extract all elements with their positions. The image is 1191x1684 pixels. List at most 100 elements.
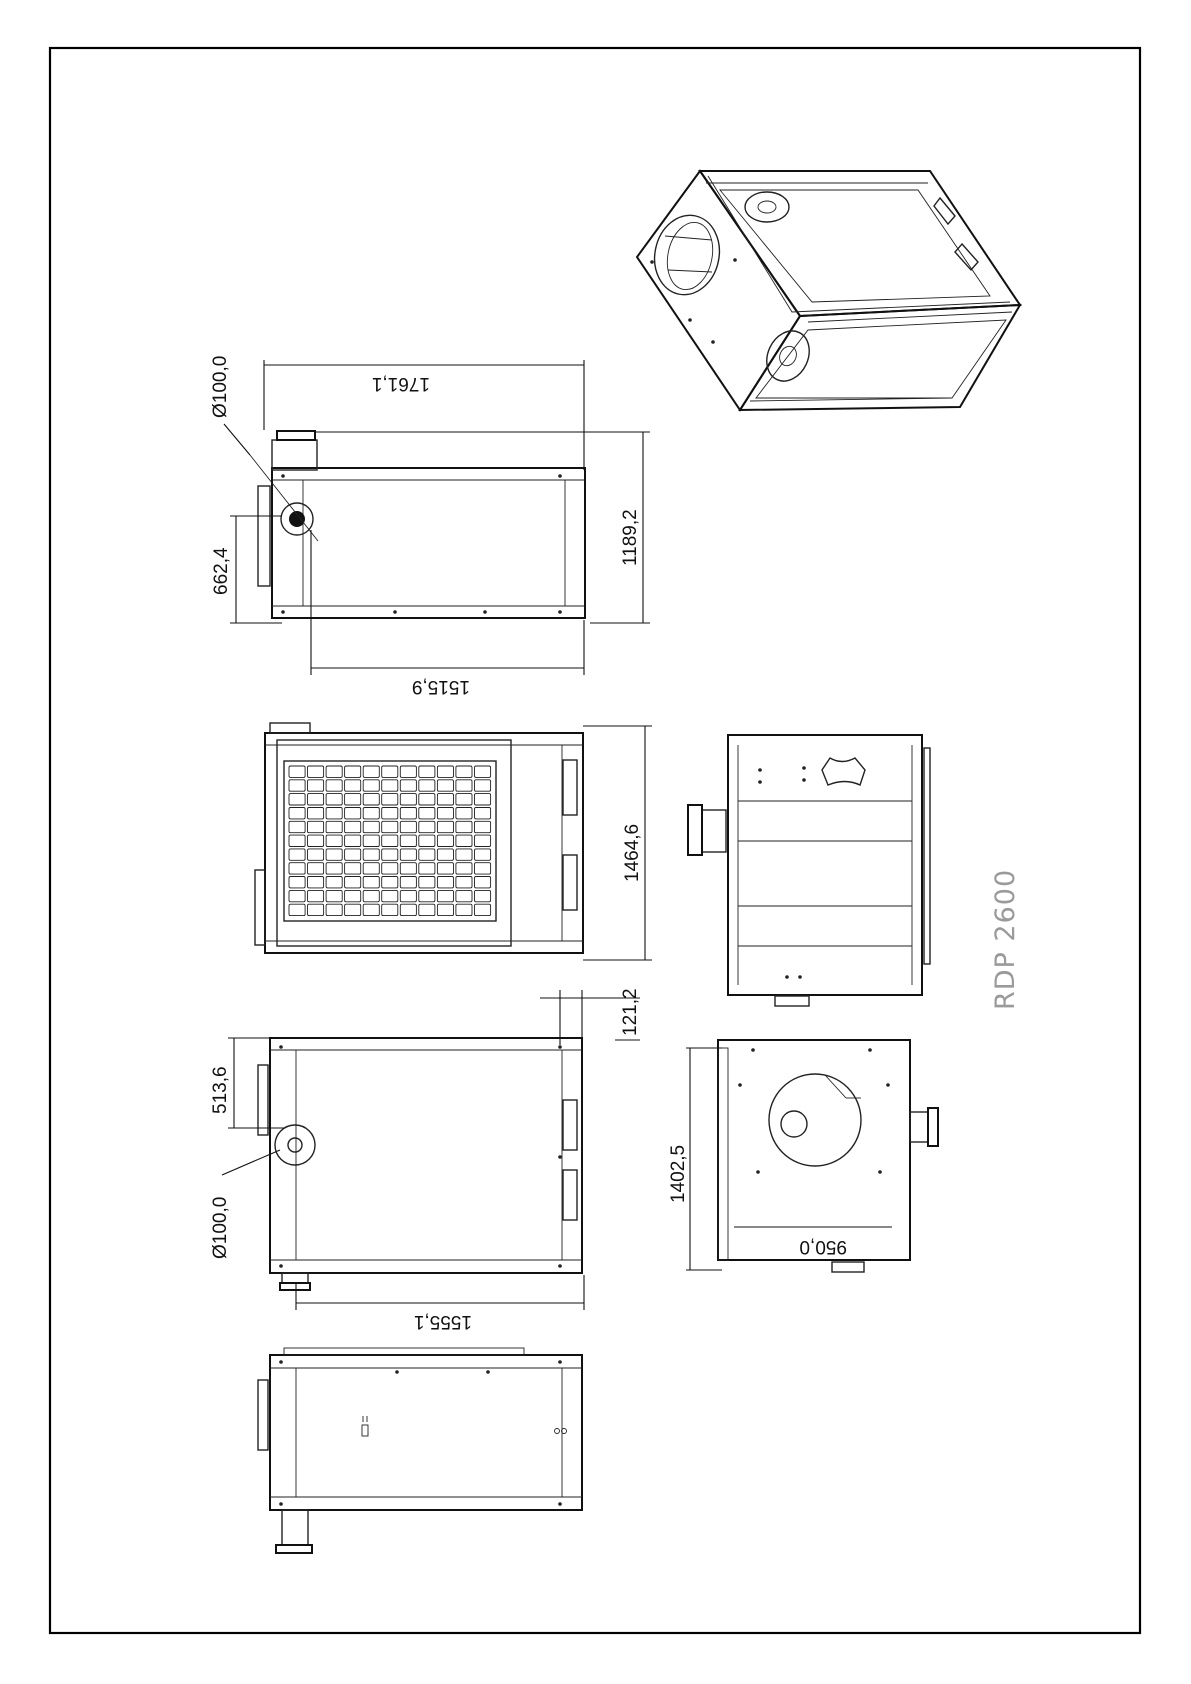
coil-cell <box>475 794 491 805</box>
coil-cell <box>289 890 305 901</box>
coil-cell <box>475 849 491 860</box>
coil-cell <box>345 794 361 805</box>
coil-cell <box>382 877 398 888</box>
coil-cell <box>345 821 361 832</box>
coil-cell <box>345 780 361 791</box>
coil-cell <box>289 821 305 832</box>
coil-cell <box>326 766 342 777</box>
coil-cell <box>456 904 472 915</box>
coil-cell <box>326 849 342 860</box>
coil-cell <box>345 877 361 888</box>
coil-cell <box>308 877 324 888</box>
coil-cell <box>326 890 342 901</box>
coil-cell <box>400 835 416 846</box>
coil-cell <box>363 849 379 860</box>
coil-cell <box>456 821 472 832</box>
coil-cell <box>382 780 398 791</box>
coil-cell <box>289 835 305 846</box>
coil-cell <box>475 808 491 819</box>
coil-cell <box>419 766 435 777</box>
coil-cell <box>456 890 472 901</box>
coil-cell <box>419 835 435 846</box>
coil-cell <box>363 890 379 901</box>
coil-cell <box>308 849 324 860</box>
coil-cell <box>400 808 416 819</box>
coil-cell <box>456 794 472 805</box>
coil-cell <box>363 877 379 888</box>
dim-inner-side: 950,0 <box>799 1236 847 1257</box>
coil-cell <box>382 863 398 874</box>
coil-cell <box>400 766 416 777</box>
coil-cell <box>363 904 379 915</box>
coil-cell <box>363 808 379 819</box>
coil-cell <box>326 904 342 915</box>
coil-cell <box>456 780 472 791</box>
coil-cell <box>326 794 342 805</box>
coil-cell <box>326 863 342 874</box>
coil-cell <box>400 904 416 915</box>
coil-cell <box>345 766 361 777</box>
coil-cell <box>289 808 305 819</box>
coil-cell <box>382 821 398 832</box>
coil-cell <box>289 780 305 791</box>
dim-depth-middle: 1464,6 <box>622 824 643 882</box>
coil-cell <box>363 863 379 874</box>
coil-cell <box>437 794 453 805</box>
dim-length-bottom: 1555,1 <box>414 1311 472 1332</box>
dim-depth-top: 1189,2 <box>620 509 641 566</box>
coil-cell <box>289 794 305 805</box>
coil-cell <box>419 780 435 791</box>
model-title: RDP 2600 <box>990 869 1021 1010</box>
coil-cell <box>363 794 379 805</box>
coil-cell <box>419 849 435 860</box>
dim-width-side: 1402,5 <box>668 1145 689 1203</box>
coil-cell <box>382 794 398 805</box>
coil-cell <box>308 890 324 901</box>
coil-cell <box>289 904 305 915</box>
coil-cell <box>345 835 361 846</box>
drawing-frame <box>50 48 1140 1633</box>
coil-cell <box>326 877 342 888</box>
coil-cell <box>475 904 491 915</box>
isometric-view <box>637 171 1020 410</box>
coil-cell <box>363 835 379 846</box>
coil-cell <box>326 780 342 791</box>
coil-cell <box>419 904 435 915</box>
coil-cell <box>475 766 491 777</box>
coil-grid <box>289 766 491 916</box>
coil-cell <box>382 766 398 777</box>
coil-cell <box>345 849 361 860</box>
coil-cell <box>345 890 361 901</box>
coil-cell <box>419 794 435 805</box>
coil-cell <box>363 821 379 832</box>
coil-cell <box>400 794 416 805</box>
coil-cell <box>456 863 472 874</box>
dim-flange-bottom: Ø100,0 <box>210 1197 231 1259</box>
coil-cell <box>289 766 305 777</box>
coil-cell <box>363 780 379 791</box>
coil-cell <box>437 904 453 915</box>
coil-cell <box>475 863 491 874</box>
coil-cell <box>382 849 398 860</box>
coil-cell <box>456 808 472 819</box>
top-view <box>224 360 650 675</box>
dim-length-top: 1761,1 <box>372 373 430 394</box>
coil-cell <box>437 766 453 777</box>
coil-cell <box>456 877 472 888</box>
bottom-view <box>258 1348 582 1553</box>
coil-cell <box>475 780 491 791</box>
coil-cell <box>345 863 361 874</box>
coil-cell <box>437 863 453 874</box>
coil-cell <box>289 877 305 888</box>
coil-cell <box>308 835 324 846</box>
coil-cell <box>475 821 491 832</box>
coil-cell <box>308 808 324 819</box>
coil-cell <box>308 863 324 874</box>
coil-cell <box>419 863 435 874</box>
coil-cell <box>326 821 342 832</box>
coil-cell <box>308 904 324 915</box>
coil-cell <box>308 821 324 832</box>
dim-length-top-inner: 1515,9 <box>412 676 470 697</box>
coil-cell <box>419 890 435 901</box>
